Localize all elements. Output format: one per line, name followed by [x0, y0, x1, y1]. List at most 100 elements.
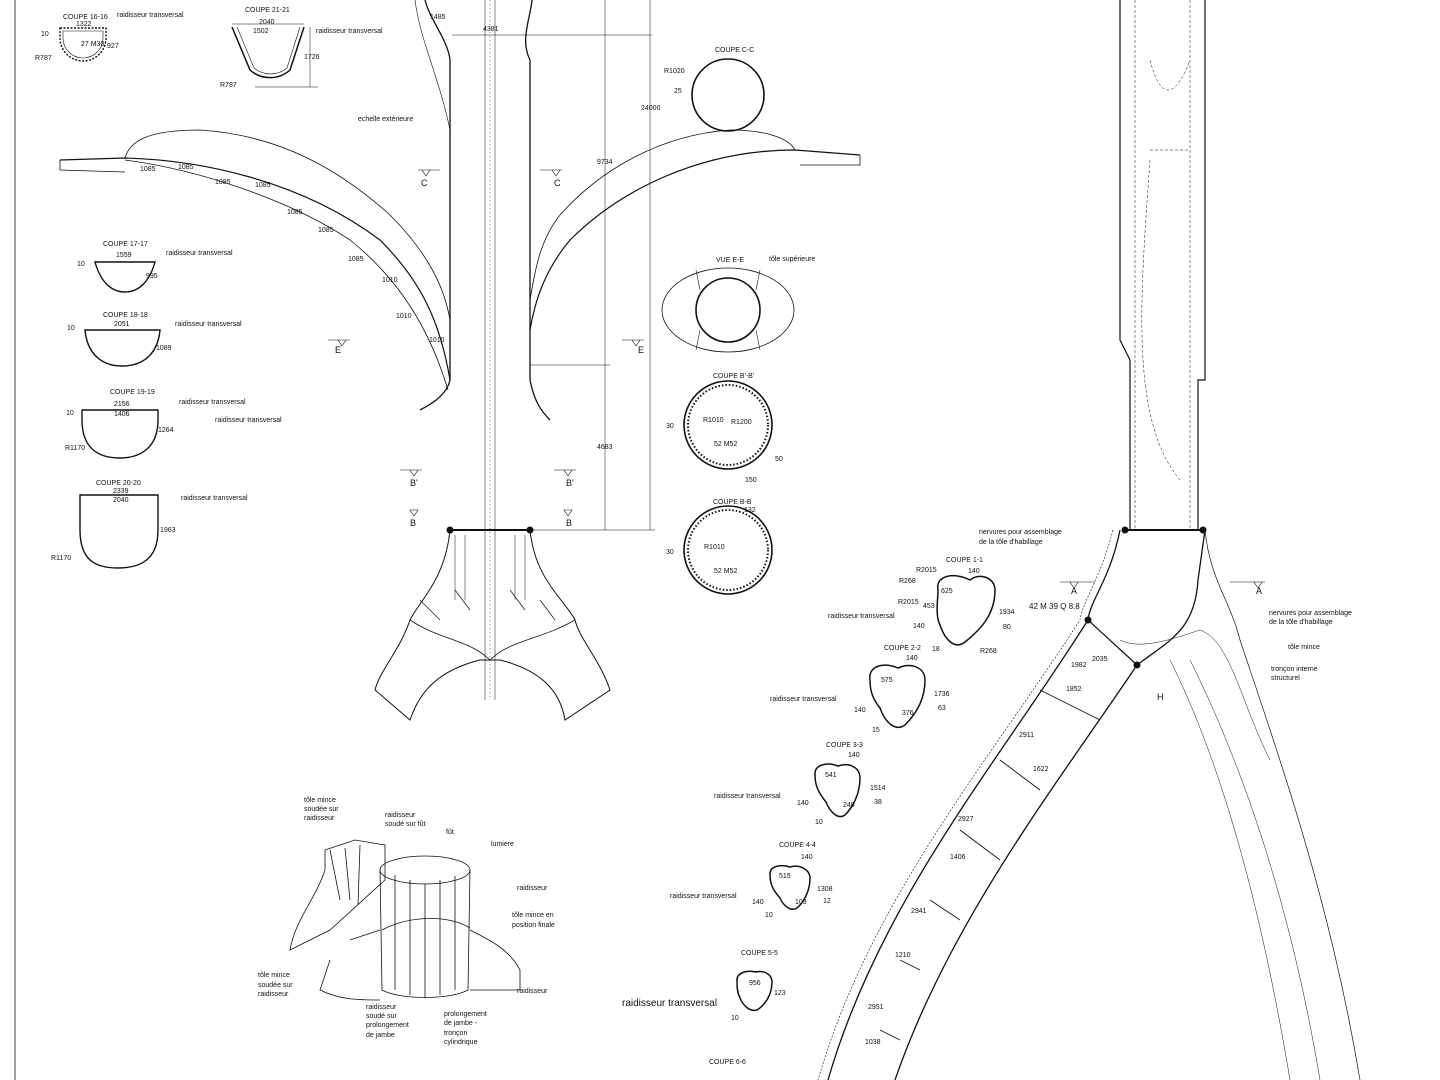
- coupe-1-d140a: 140: [968, 568, 980, 575]
- coupe-5-d10: 10: [731, 1015, 739, 1022]
- coupe-bb-section: [683, 505, 773, 595]
- iso-label-tole1: raidisseur: [304, 815, 335, 822]
- coupe-20-height: 1963: [160, 527, 176, 534]
- section-mark-bp: B': [566, 478, 574, 488]
- iso-label-lumiere: lumiere: [491, 841, 514, 848]
- dim-4381: 4381: [483, 26, 499, 33]
- coupe-19-thickness: 10: [66, 410, 74, 417]
- vue-ee-section: [661, 267, 795, 353]
- coupe-4-title: COUPE 4-4: [779, 842, 816, 849]
- iso-label-tole1: soudée sur: [304, 806, 339, 813]
- coupe-1-r3: R2015: [898, 599, 919, 606]
- coupe-21-radius: R787: [220, 82, 237, 89]
- coupe-1-d140b: 140: [913, 623, 925, 630]
- coupe-19-width2: 1406: [114, 411, 130, 418]
- coupe-2-title: COUPE 2-2: [884, 645, 921, 652]
- coupe-4-d140b: 140: [752, 899, 764, 906]
- coupe-3-d541: 541: [825, 772, 837, 779]
- section-mark-c: C: [421, 178, 428, 188]
- section-mark-a: A: [1256, 586, 1263, 596]
- coupe-20-radius: R1170: [51, 555, 72, 562]
- troncon-label: tronçon interne: [1271, 666, 1318, 673]
- dim-4683: 4683: [597, 444, 613, 451]
- leg-dim: 2927: [958, 816, 974, 823]
- arc-dim: 1010: [382, 277, 398, 284]
- coupe-16-height: 927: [107, 43, 119, 50]
- coupe-18-title: COUPE 18-18: [103, 312, 148, 319]
- coupe-1-note: raidisseur transversal: [828, 613, 895, 620]
- coupe-2-d140b: 140: [854, 707, 866, 714]
- coupe-17-section: [94, 261, 156, 293]
- coupe-3-d140a: 140: [848, 752, 860, 759]
- coupe-bb-bolts: 52 M52: [714, 568, 738, 575]
- coupe-19-width1: 2156: [114, 401, 130, 408]
- coupe-17-note: raidisseur transversal: [166, 250, 233, 257]
- side-elevation: [817, 0, 1361, 1080]
- coupe-20-title: COUPE 20-20: [96, 480, 141, 487]
- coupe-1-section: [936, 574, 996, 646]
- section-mark-h: H: [1157, 692, 1164, 702]
- nervures-label: nervures pour assemblage: [979, 529, 1062, 536]
- section-mark-a: A: [1071, 586, 1078, 596]
- coupe-19-note: raidisseur transversal: [179, 399, 246, 406]
- coupe-17-width: 1559: [116, 252, 132, 259]
- iso-label-prolongement: tronçon: [444, 1030, 468, 1037]
- coupe-3-d10: 10: [815, 819, 823, 826]
- coupe-4-d515: 515: [779, 873, 791, 880]
- coupe-19-section: [81, 409, 159, 459]
- coupe-5-section: [736, 970, 773, 1012]
- arc-dim: 1085: [178, 164, 194, 171]
- section-markers: [328, 169, 1265, 589]
- coupe-3-d140b: 140: [797, 800, 809, 807]
- section-mark-b: B: [566, 518, 573, 528]
- leg-dim: 1622: [1033, 766, 1049, 773]
- coupe-20-width1: 2339: [113, 488, 129, 495]
- coupe-cc-radius: R1020: [664, 68, 685, 75]
- leg-dim: 1852: [1066, 686, 1082, 693]
- leg-dim: 1982: [1071, 662, 1087, 669]
- coupe-20-width2: 2040: [113, 497, 129, 504]
- nervures-label: de la tôle d'habillage: [1269, 619, 1333, 626]
- coupe-1-d80: 80: [1003, 624, 1011, 631]
- coupe-bpbp-title: COUPE B'-B': [713, 373, 755, 380]
- dim-24000: 24000: [641, 105, 661, 112]
- bolts-label: 42 M 39 Q 8.8: [1029, 602, 1080, 611]
- coupe-1-d18: 18: [932, 646, 940, 653]
- arc-dim: 1085: [215, 179, 231, 186]
- coupe-2-note: raidisseur transversal: [770, 696, 837, 703]
- arc-dim: 1010: [429, 337, 445, 344]
- dim-9734: 9734: [597, 159, 613, 166]
- coupe-16-section: [59, 27, 107, 62]
- tole-mince-label: tôle mince: [1288, 644, 1320, 651]
- coupe-bpbp-bolts: 52 M52: [714, 441, 738, 448]
- coupe-bb-thickness: 30: [666, 549, 674, 556]
- troncon-label: structurel: [1271, 675, 1300, 682]
- coupe-16-title: COUPE 16-16: [63, 14, 108, 21]
- iso-label-raid-fut: soudé sur fût: [385, 821, 426, 828]
- coupe-21-title: COUPE 21-21: [245, 7, 290, 14]
- arc-dim: 1085: [140, 166, 156, 173]
- coupe-18-height: 1089: [156, 345, 172, 352]
- coupe-1-height: 1934: [999, 609, 1015, 616]
- section-mark-e: E: [335, 345, 342, 355]
- iso-label-prolongement: cylindrique: [444, 1039, 478, 1046]
- iso-label-raid-prol: prolongement: [366, 1022, 409, 1029]
- coupe-3-section: [814, 763, 861, 818]
- coupe-5-d956: 956: [749, 980, 761, 987]
- iso-label-tole-finale: tôle mince en: [512, 912, 554, 919]
- coupe-bb-title: COUPE B-B: [713, 499, 752, 506]
- coupe-20-section: [79, 494, 159, 569]
- iso-label-tole2: tôle mince: [258, 972, 290, 979]
- coupe-bpbp-d150: 150: [745, 477, 757, 484]
- coupe-21-width2: 1502: [253, 28, 269, 35]
- section-mark-e: E: [638, 345, 645, 355]
- iso-label-tole2: raidisseur: [258, 991, 289, 998]
- coupe-2-d15: 15: [872, 727, 880, 734]
- coupe-5-note: raidisseur transversal: [622, 998, 718, 1009]
- coupe-18-thickness: 10: [67, 325, 75, 332]
- coupe-bpbp-r1: R1010: [703, 417, 724, 424]
- arc-dim: 1085: [287, 209, 303, 216]
- coupe-2-d575: 575: [881, 677, 893, 684]
- coupe-16-thickness: 10: [41, 31, 49, 38]
